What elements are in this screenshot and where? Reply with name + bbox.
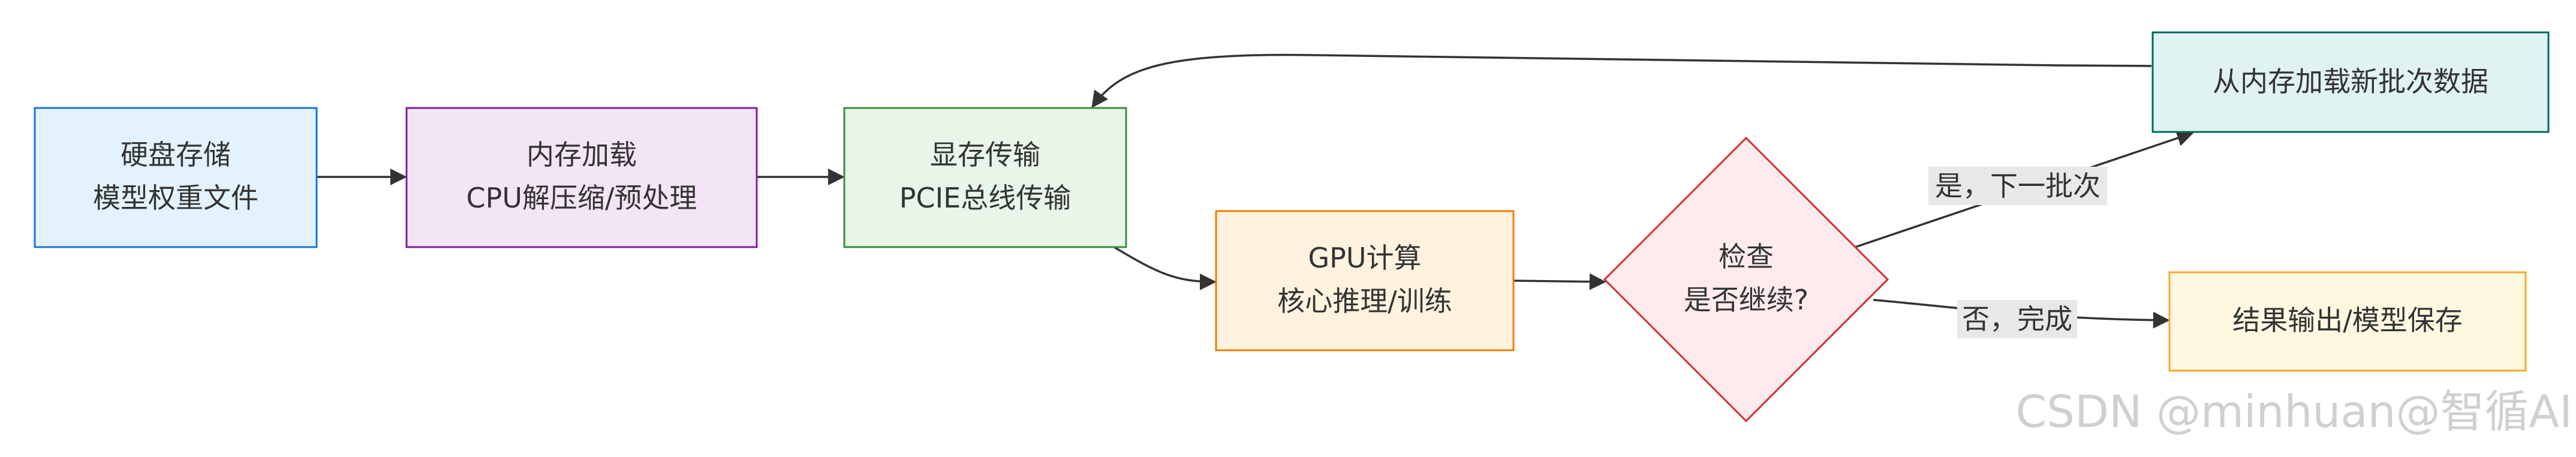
edge-vram-gpu bbox=[1114, 246, 1217, 290]
edge-label-no: 否，完成 bbox=[1957, 300, 2077, 338]
node-check-diamond bbox=[1603, 136, 1889, 423]
node-disk-title: 硬盘存储 bbox=[121, 139, 231, 171]
node-check-decision: 检查 是否继续? bbox=[1603, 136, 1889, 423]
node-vram-transfer: 显存传输 PCIE总线传输 bbox=[843, 107, 1127, 248]
node-next-box bbox=[2151, 31, 2550, 133]
node-gpu-title: GPU计算 bbox=[1308, 242, 1421, 274]
node-memory-box bbox=[405, 107, 758, 248]
node-gpu-compute: GPU计算 核心推理/训练 bbox=[1215, 210, 1515, 351]
node-vram-subtitle: PCIE总线传输 bbox=[899, 182, 1072, 214]
node-output-save: 结果输出/模型保存 bbox=[2168, 271, 2527, 372]
node-memory-subtitle: CPU解压缩/预处理 bbox=[466, 182, 697, 214]
node-gpu-subtitle: 核心推理/训练 bbox=[1277, 285, 1452, 317]
watermark: CSDN @minhuan@智循AI bbox=[2015, 386, 2572, 438]
node-check-title: 检查 bbox=[1719, 240, 1774, 273]
node-disk-storage: 硬盘存储 模型权重文件 bbox=[34, 107, 318, 248]
node-check-subtitle: 是否继续? bbox=[1684, 284, 1808, 316]
node-disk-box bbox=[34, 107, 318, 248]
node-gpu-box bbox=[1215, 210, 1515, 351]
node-memory-title: 内存加载 bbox=[526, 139, 637, 171]
node-output-box bbox=[2168, 271, 2527, 372]
node-vram-title: 显存传输 bbox=[930, 139, 1040, 171]
node-load-next-batch: 从内存加载新批次数据 bbox=[2151, 31, 2550, 133]
edge-label-yes: 是，下一批次 bbox=[1928, 167, 2107, 205]
node-output-title: 结果输出/模型保存 bbox=[2232, 304, 2463, 336]
node-vram-box bbox=[843, 107, 1127, 248]
node-disk-subtitle: 模型权重文件 bbox=[93, 182, 258, 214]
edge-label-yes-text: 是，下一批次 bbox=[1935, 170, 2100, 202]
edge-label-no-text: 否，完成 bbox=[1962, 303, 2072, 335]
edge-next-vram bbox=[1091, 53, 2152, 109]
node-next-title: 从内存加载新批次数据 bbox=[2213, 65, 2488, 98]
node-memory-load: 内存加载 CPU解压缩/预处理 bbox=[405, 107, 758, 248]
edge-gpu-check bbox=[1513, 273, 1606, 290]
